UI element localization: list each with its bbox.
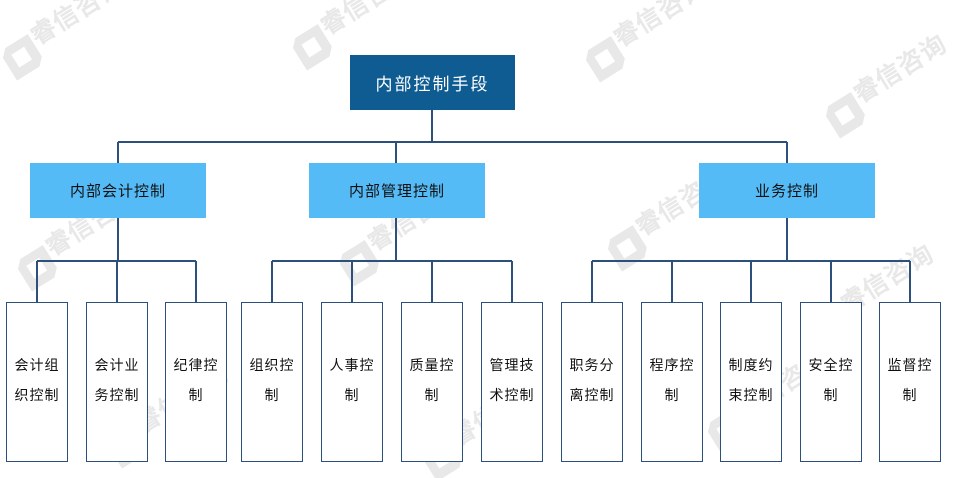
leaf-label: 人事控制 bbox=[329, 359, 375, 404]
leaf-label: 职务分离控制 bbox=[569, 359, 615, 404]
leaf-node-system-constraint-control[interactable]: 制度约束控制 bbox=[720, 302, 782, 462]
branch-node-internal-management-control[interactable]: 内部管理控制 bbox=[309, 163, 485, 218]
leaf-label: 管理技术控制 bbox=[489, 359, 535, 404]
leaf-node-separation-of-duties-control[interactable]: 职务分离控制 bbox=[561, 302, 623, 462]
leaf-node-organization-control[interactable]: 组织控制 bbox=[241, 302, 303, 462]
leaf-node-safety-control[interactable]: 安全控制 bbox=[800, 302, 862, 462]
leaf-label: 纪律控制 bbox=[173, 359, 219, 404]
leaf-label: 监督控制 bbox=[887, 359, 933, 404]
leaf-label: 会计业务控制 bbox=[94, 359, 140, 404]
branch-node-internal-accounting-control[interactable]: 内部会计控制 bbox=[30, 163, 206, 218]
leaf-node-procedure-control[interactable]: 程序控制 bbox=[641, 302, 703, 462]
leaf-node-discipline-control[interactable]: 纪律控制 bbox=[165, 302, 227, 462]
leaf-label: 制度约束控制 bbox=[728, 359, 774, 404]
leaf-label: 安全控制 bbox=[808, 359, 854, 404]
leaf-node-personnel-control[interactable]: 人事控制 bbox=[321, 302, 383, 462]
leaf-node-accounting-business-control[interactable]: 会计业务控制 bbox=[86, 302, 148, 462]
branch-node-business-control[interactable]: 业务控制 bbox=[699, 163, 875, 218]
leaf-node-management-technology-control[interactable]: 管理技术控制 bbox=[481, 302, 543, 462]
leaf-label: 会计组织控制 bbox=[14, 359, 60, 404]
leaf-node-accounting-organization-control[interactable]: 会计组织控制 bbox=[6, 302, 68, 462]
leaf-label: 程序控制 bbox=[649, 359, 695, 404]
leaf-label: 组织控制 bbox=[249, 359, 295, 404]
leaf-label: 质量控制 bbox=[409, 359, 455, 404]
leaf-node-supervision-control[interactable]: 监督控制 bbox=[879, 302, 941, 462]
root-node[interactable]: 内部控制手段 bbox=[350, 55, 515, 110]
leaf-node-quality-control[interactable]: 质量控制 bbox=[401, 302, 463, 462]
